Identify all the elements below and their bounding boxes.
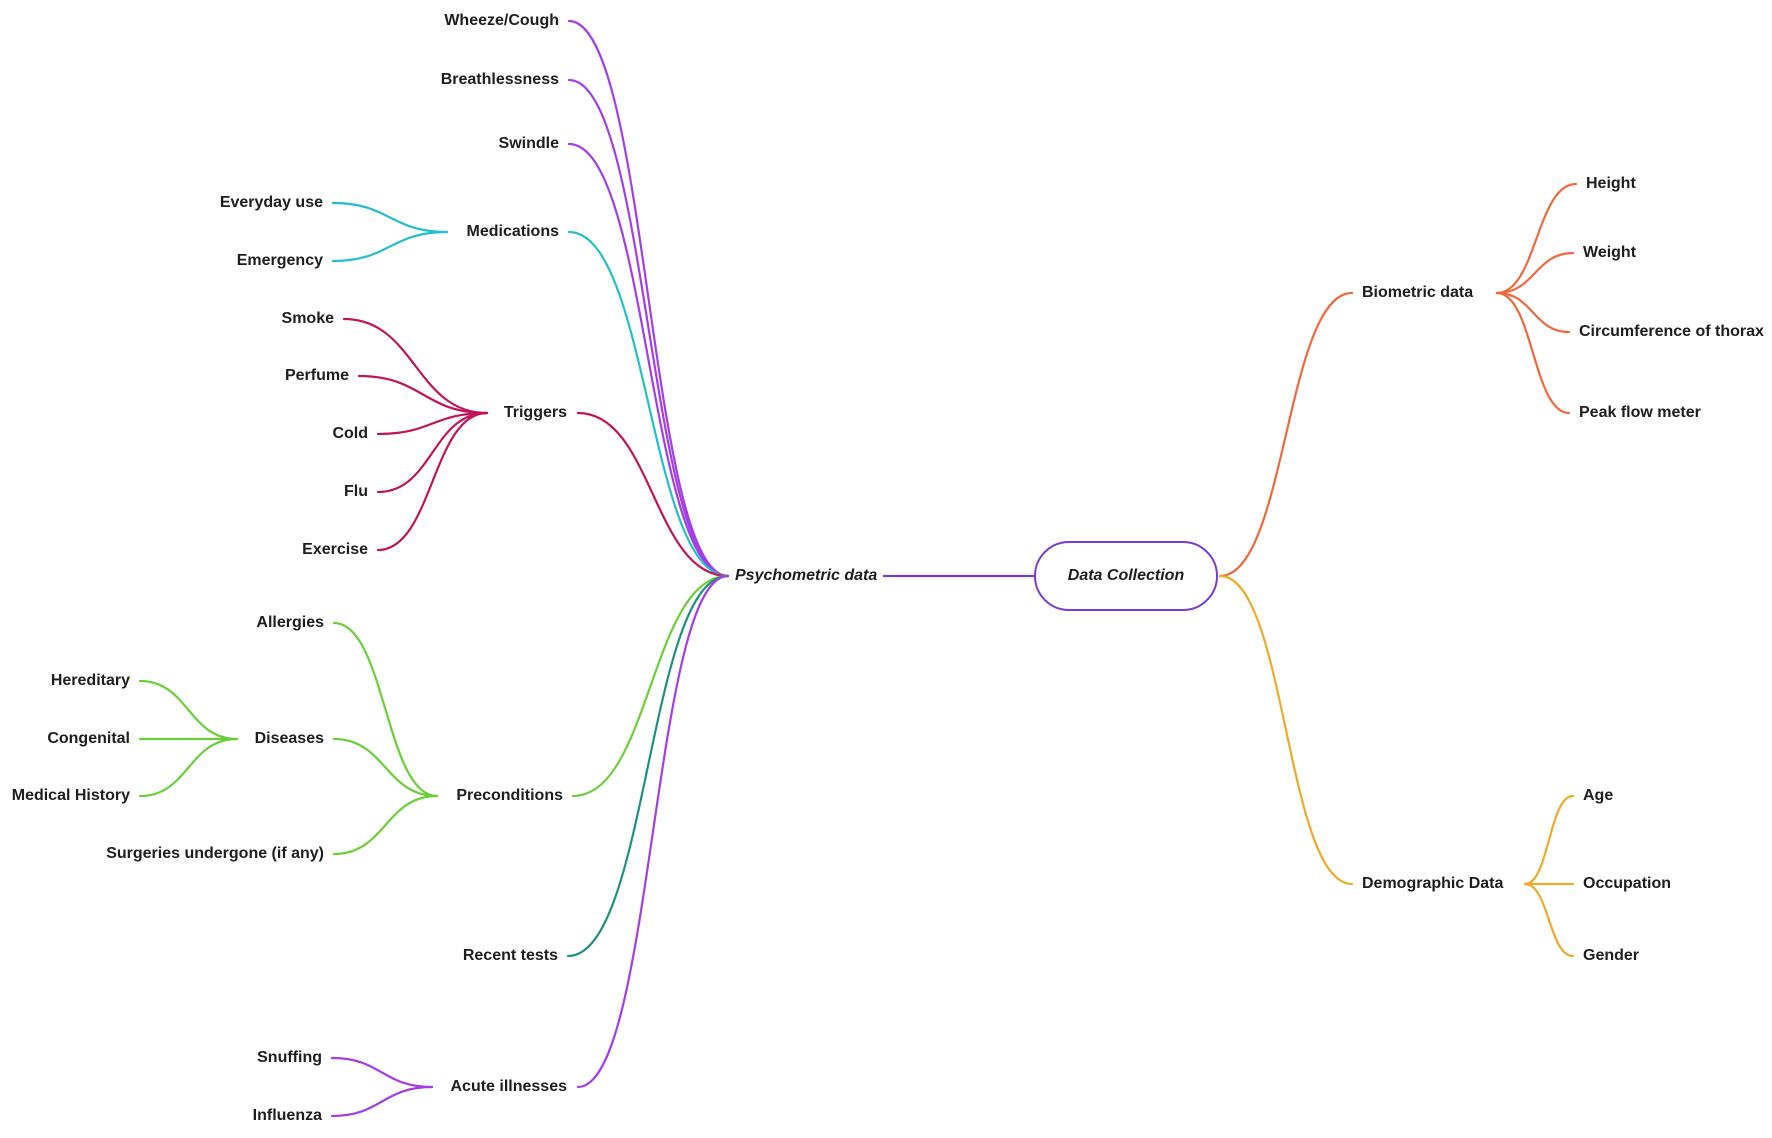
link-peak-flow [1495, 291, 1571, 415]
link-biometric [1218, 291, 1354, 578]
root-node-border [1034, 541, 1218, 611]
preconditions-node: Preconditions [456, 787, 563, 804]
exercise-node: Exercise [302, 541, 368, 558]
swindle-node: Swindle [498, 135, 559, 152]
occupation-node: Occupation [1583, 875, 1672, 892]
congenital-node: Congenital [47, 730, 130, 747]
link-snuffing [330, 1056, 434, 1089]
acute-illnesses-node: Acute illnesses [450, 1078, 568, 1095]
link-recent-tests [566, 574, 730, 958]
link-medical-history [138, 737, 239, 798]
link-cold [376, 411, 489, 436]
link-diseases [332, 737, 439, 798]
link-exercise [376, 411, 489, 552]
circumference-of-thorax-node: Circumference of thorax [1579, 323, 1764, 340]
link-preconditions [571, 574, 730, 798]
link-acute [576, 574, 730, 1089]
snuffing-node: Snuffing [257, 1049, 322, 1066]
surgeries-node: Surgeries undergone (if any) [106, 845, 324, 862]
link-wheeze [567, 19, 730, 578]
link-height [1495, 182, 1578, 295]
triggers-node: Triggers [503, 404, 567, 421]
link-allergies [332, 621, 439, 798]
medications-node: Medications [466, 223, 559, 240]
biometric-node: Biometric data [1362, 284, 1474, 301]
link-breathlessness [567, 78, 730, 578]
hereditary-node: Hereditary [50, 672, 130, 689]
link-perfume [357, 374, 489, 415]
link-weight [1495, 251, 1575, 295]
root-node-label: Data Collection [1067, 567, 1185, 584]
recent-tests-node: Recent tests [462, 947, 558, 964]
link-surgeries [332, 794, 439, 856]
link-hereditary [138, 679, 239, 741]
demographic-node: Demographic Data [1362, 875, 1504, 892]
flu-node: Flu [344, 483, 368, 500]
height-node: Height [1586, 175, 1636, 192]
influenza-node: Influenza [252, 1107, 322, 1124]
everyday-use-node: Everyday use [219, 194, 323, 211]
medical-history-node: Medical History [11, 787, 130, 804]
link-demographic [1218, 574, 1354, 886]
emergency-node: Emergency [236, 252, 323, 269]
breathlessness-node: Breathlessness [440, 71, 559, 88]
link-influenza [330, 1085, 434, 1118]
gender-node: Gender [1583, 947, 1640, 964]
link-circumference [1495, 291, 1571, 334]
wheeze-cough-node: Wheeze/Cough [444, 12, 559, 29]
link-gender [1523, 882, 1575, 958]
link-age [1523, 794, 1575, 886]
link-emergency [331, 230, 449, 263]
peak-flow-meter-node: Peak flow meter [1579, 404, 1701, 421]
link-swindle [567, 142, 730, 578]
allergies-node: Allergies [256, 614, 324, 631]
psychometric-node: Psychometric data [735, 567, 878, 584]
link-triggers [576, 411, 730, 578]
cold-node: Cold [332, 425, 368, 442]
link-everyday-use [331, 201, 449, 234]
diseases-node: Diseases [254, 730, 324, 747]
age-node: Age [1583, 787, 1614, 804]
link-smoke [342, 317, 489, 415]
perfume-node: Perfume [284, 367, 349, 384]
link-flu [376, 411, 489, 494]
link-medications [567, 230, 730, 578]
smoke-node: Smoke [281, 310, 334, 327]
weight-node: Weight [1583, 244, 1637, 261]
